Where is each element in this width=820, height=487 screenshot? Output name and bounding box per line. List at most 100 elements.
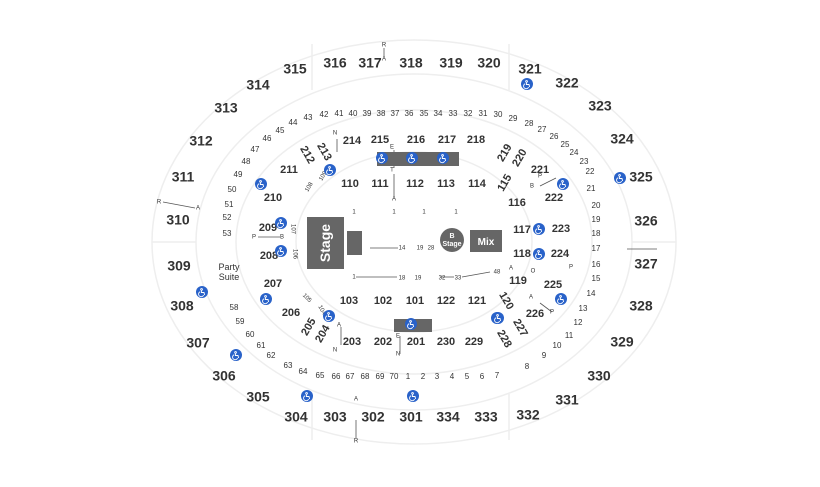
wheelchair-accessible-icon[interactable] bbox=[301, 390, 313, 402]
section-112[interactable]: 112 bbox=[406, 178, 424, 190]
section-114[interactable]: 114 bbox=[468, 178, 487, 190]
section-228[interactable]: 228 bbox=[494, 328, 514, 350]
section-301[interactable]: 301 bbox=[399, 409, 423, 425]
section-303[interactable]: 303 bbox=[323, 409, 347, 425]
section-207[interactable]: 207 bbox=[264, 278, 282, 290]
section-203[interactable]: 203 bbox=[343, 336, 361, 348]
section-101[interactable]: 101 bbox=[406, 295, 424, 307]
section-113[interactable]: 113 bbox=[437, 178, 455, 190]
section-315[interactable]: 315 bbox=[283, 61, 307, 77]
section-317[interactable]: 317 bbox=[358, 55, 382, 71]
section-322[interactable]: 322 bbox=[555, 75, 579, 91]
wheelchair-accessible-icon[interactable] bbox=[492, 312, 504, 324]
section-323[interactable]: 323 bbox=[588, 98, 612, 114]
section-201[interactable]: 201 bbox=[407, 336, 425, 348]
section-332[interactable]: 332 bbox=[516, 407, 540, 423]
wheelchair-accessible-icon[interactable] bbox=[230, 349, 242, 361]
wheelchair-accessible-icon[interactable] bbox=[376, 152, 388, 164]
section-331[interactable]: 331 bbox=[555, 392, 579, 408]
section-312[interactable]: 312 bbox=[189, 133, 213, 149]
section-320[interactable]: 320 bbox=[477, 55, 501, 71]
section-223[interactable]: 223 bbox=[552, 223, 570, 235]
section-121[interactable]: 121 bbox=[468, 295, 486, 307]
section-202[interactable]: 202 bbox=[374, 336, 392, 348]
section-221[interactable]: 221 bbox=[531, 164, 549, 176]
section-103[interactable]: 103 bbox=[340, 295, 358, 307]
section-328[interactable]: 328 bbox=[629, 298, 653, 314]
wheelchair-accessible-icon[interactable] bbox=[533, 223, 545, 235]
wheelchair-accessible-icon[interactable] bbox=[406, 152, 418, 164]
section-209[interactable]: 209 bbox=[259, 222, 277, 234]
section-212[interactable]: 212 bbox=[297, 144, 317, 166]
section-330[interactable]: 330 bbox=[587, 368, 611, 384]
section-304[interactable]: 304 bbox=[284, 409, 308, 425]
section-307[interactable]: 307 bbox=[186, 335, 210, 351]
section-305[interactable]: 305 bbox=[246, 389, 270, 405]
wheelchair-accessible-icon[interactable] bbox=[557, 178, 569, 190]
section-311[interactable]: 311 bbox=[172, 169, 195, 185]
wheelchair-accessible-icon[interactable] bbox=[437, 152, 449, 164]
section-313[interactable]: 313 bbox=[214, 100, 238, 116]
section-306[interactable]: 306 bbox=[212, 368, 236, 384]
wheelchair-accessible-icon[interactable] bbox=[260, 293, 272, 305]
section-110[interactable]: 110 bbox=[341, 178, 359, 190]
section-225[interactable]: 225 bbox=[544, 279, 562, 291]
section-118[interactable]: 118 bbox=[513, 248, 531, 260]
section-227[interactable]: 227 bbox=[510, 317, 530, 339]
accessible-seating-icons[interactable] bbox=[196, 78, 626, 402]
section-302[interactable]: 302 bbox=[361, 409, 385, 425]
wheelchair-accessible-icon[interactable] bbox=[614, 172, 626, 184]
section-208[interactable]: 208 bbox=[260, 250, 278, 262]
section-215[interactable]: 215 bbox=[371, 134, 389, 146]
section-309[interactable]: 309 bbox=[167, 258, 191, 274]
section-318[interactable]: 318 bbox=[399, 55, 423, 71]
section-327[interactable]: 327 bbox=[634, 256, 658, 272]
wheelchair-accessible-icon[interactable] bbox=[407, 390, 419, 402]
section-116[interactable]: 116 bbox=[508, 197, 526, 209]
section-321[interactable]: 321 bbox=[518, 61, 542, 77]
section-111[interactable]: 111 bbox=[371, 178, 388, 190]
section-211[interactable]: 211 bbox=[280, 164, 298, 176]
section-217[interactable]: 217 bbox=[438, 134, 456, 146]
wheelchair-accessible-icon[interactable] bbox=[324, 164, 336, 176]
section-308[interactable]: 308 bbox=[170, 298, 194, 314]
mix-position[interactable] bbox=[470, 230, 502, 252]
section-226[interactable]: 226 bbox=[526, 308, 544, 320]
section-214[interactable]: 214 bbox=[343, 135, 362, 147]
section-333[interactable]: 333 bbox=[474, 409, 498, 425]
section-117[interactable]: 117 bbox=[513, 224, 531, 236]
party-suite[interactable]: Party Suite bbox=[218, 262, 240, 282]
section-316[interactable]: 316 bbox=[323, 55, 347, 71]
section-310[interactable]: 310 bbox=[166, 212, 190, 228]
section-218[interactable]: 218 bbox=[467, 134, 485, 146]
section-325[interactable]: 325 bbox=[629, 169, 653, 185]
wheelchair-accessible-icon[interactable] bbox=[275, 217, 287, 229]
section-224[interactable]: 224 bbox=[551, 248, 570, 260]
section-122[interactable]: 122 bbox=[437, 295, 455, 307]
section-102[interactable]: 102 bbox=[374, 295, 392, 307]
section-230[interactable]: 230 bbox=[437, 336, 455, 348]
wheelchair-accessible-icon[interactable] bbox=[196, 286, 208, 298]
section-334[interactable]: 334 bbox=[436, 409, 460, 425]
section-222[interactable]: 222 bbox=[545, 192, 563, 204]
wheelchair-accessible-icon[interactable] bbox=[323, 310, 335, 322]
wheelchair-accessible-icon[interactable] bbox=[275, 245, 287, 257]
wheelchair-accessible-icon[interactable] bbox=[555, 293, 567, 305]
wheelchair-accessible-icon[interactable] bbox=[405, 318, 417, 330]
section-229[interactable]: 229 bbox=[465, 336, 483, 348]
section-119[interactable]: 119 bbox=[509, 275, 527, 287]
section-314[interactable]: 314 bbox=[246, 77, 270, 93]
section-206[interactable]: 206 bbox=[282, 307, 300, 319]
b-stage[interactable] bbox=[440, 228, 464, 252]
section-329[interactable]: 329 bbox=[610, 334, 634, 350]
section-216[interactable]: 216 bbox=[407, 134, 425, 146]
wheelchair-accessible-icon[interactable] bbox=[533, 248, 545, 260]
section-319[interactable]: 319 bbox=[439, 55, 463, 71]
main-stage[interactable] bbox=[307, 217, 344, 269]
wheelchair-accessible-icon[interactable] bbox=[521, 78, 533, 90]
wheelchair-accessible-icon[interactable] bbox=[255, 178, 267, 190]
section-120[interactable]: 120 bbox=[496, 290, 516, 312]
section-326[interactable]: 326 bbox=[634, 213, 658, 229]
